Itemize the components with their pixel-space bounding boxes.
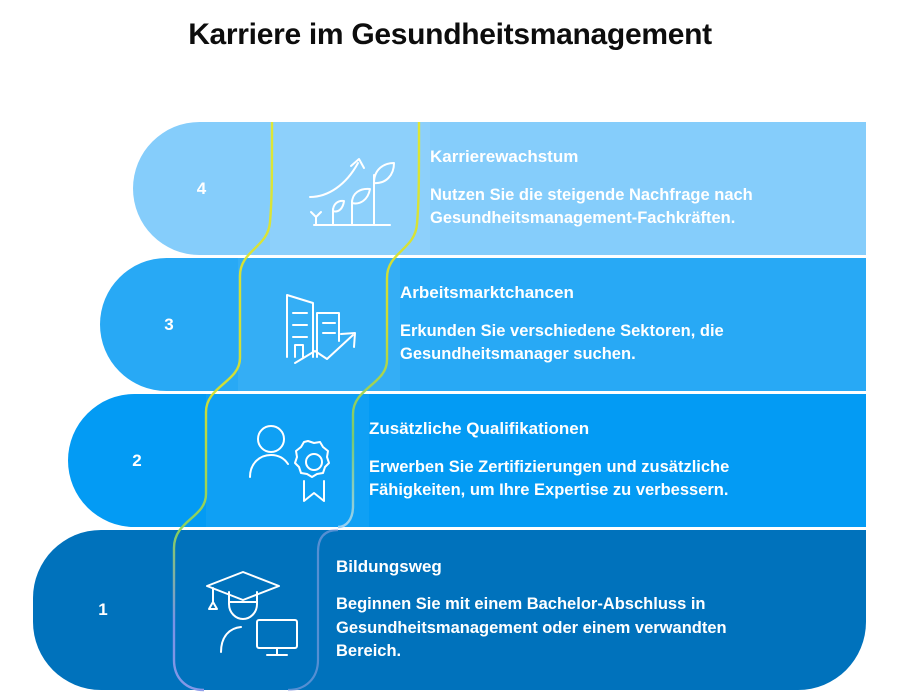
step-4-heading: Karrierewachstum <box>430 147 579 167</box>
step-row-1[interactable]: 1 Bildungsweg Beginnen Sie <box>33 530 866 690</box>
step-2-body: Erwerben Sie Zertifizierungen und zusätz… <box>369 457 730 500</box>
step-1-body: Beginnen Sie mit einem Bachelor-Abschlus… <box>336 595 727 661</box>
step-row-3[interactable]: 3 Arbeitsmarkt <box>100 258 866 391</box>
step-3-text: Arbeitsmarktchancen Erkunden Sie verschi… <box>400 258 866 391</box>
graduation-cap-monitor-icon <box>173 530 336 690</box>
step-1-heading: Bildungsweg <box>336 557 442 577</box>
step-2-text: Zusätzliche Qualifikationen Erwerben Sie… <box>369 394 866 527</box>
step-1-number: 1 <box>33 530 173 690</box>
step-4-number: 4 <box>133 122 270 255</box>
person-award-badge-icon <box>206 394 369 527</box>
step-3-body: Erkunden Sie verschiedene Sektoren, die … <box>400 321 724 364</box>
step-2-number: 2 <box>68 394 206 527</box>
step-row-4[interactable]: 4 <box>133 122 866 255</box>
step-2-number-label: 2 <box>132 450 142 470</box>
step-4-body: Nutzen Sie die steigende Nachfrage nach … <box>430 185 753 228</box>
step-1-text: Bildungsweg Beginnen Sie mit einem Bache… <box>336 530 866 690</box>
step-row-2[interactable]: 2 Zusätzliche Qualifikationen Erwerben S… <box>68 394 866 527</box>
step-4-number-label: 4 <box>196 178 207 198</box>
plant-growth-icon <box>270 122 430 255</box>
building-growth-chart-icon <box>238 258 400 391</box>
step-4-text: Karrierewachstum Nutzen Sie die steigend… <box>430 122 866 255</box>
step-2-heading: Zusätzliche Qualifikationen <box>369 419 590 439</box>
step-3-number-label: 3 <box>164 314 174 334</box>
step-1-number-label: 1 <box>98 600 108 619</box>
page-title: Karriere im Gesundheitsmanagement <box>188 18 712 51</box>
step-1-background <box>33 530 866 690</box>
step-3-heading: Arbeitsmarktchancen <box>400 283 574 303</box>
step-3-number: 3 <box>100 258 238 391</box>
